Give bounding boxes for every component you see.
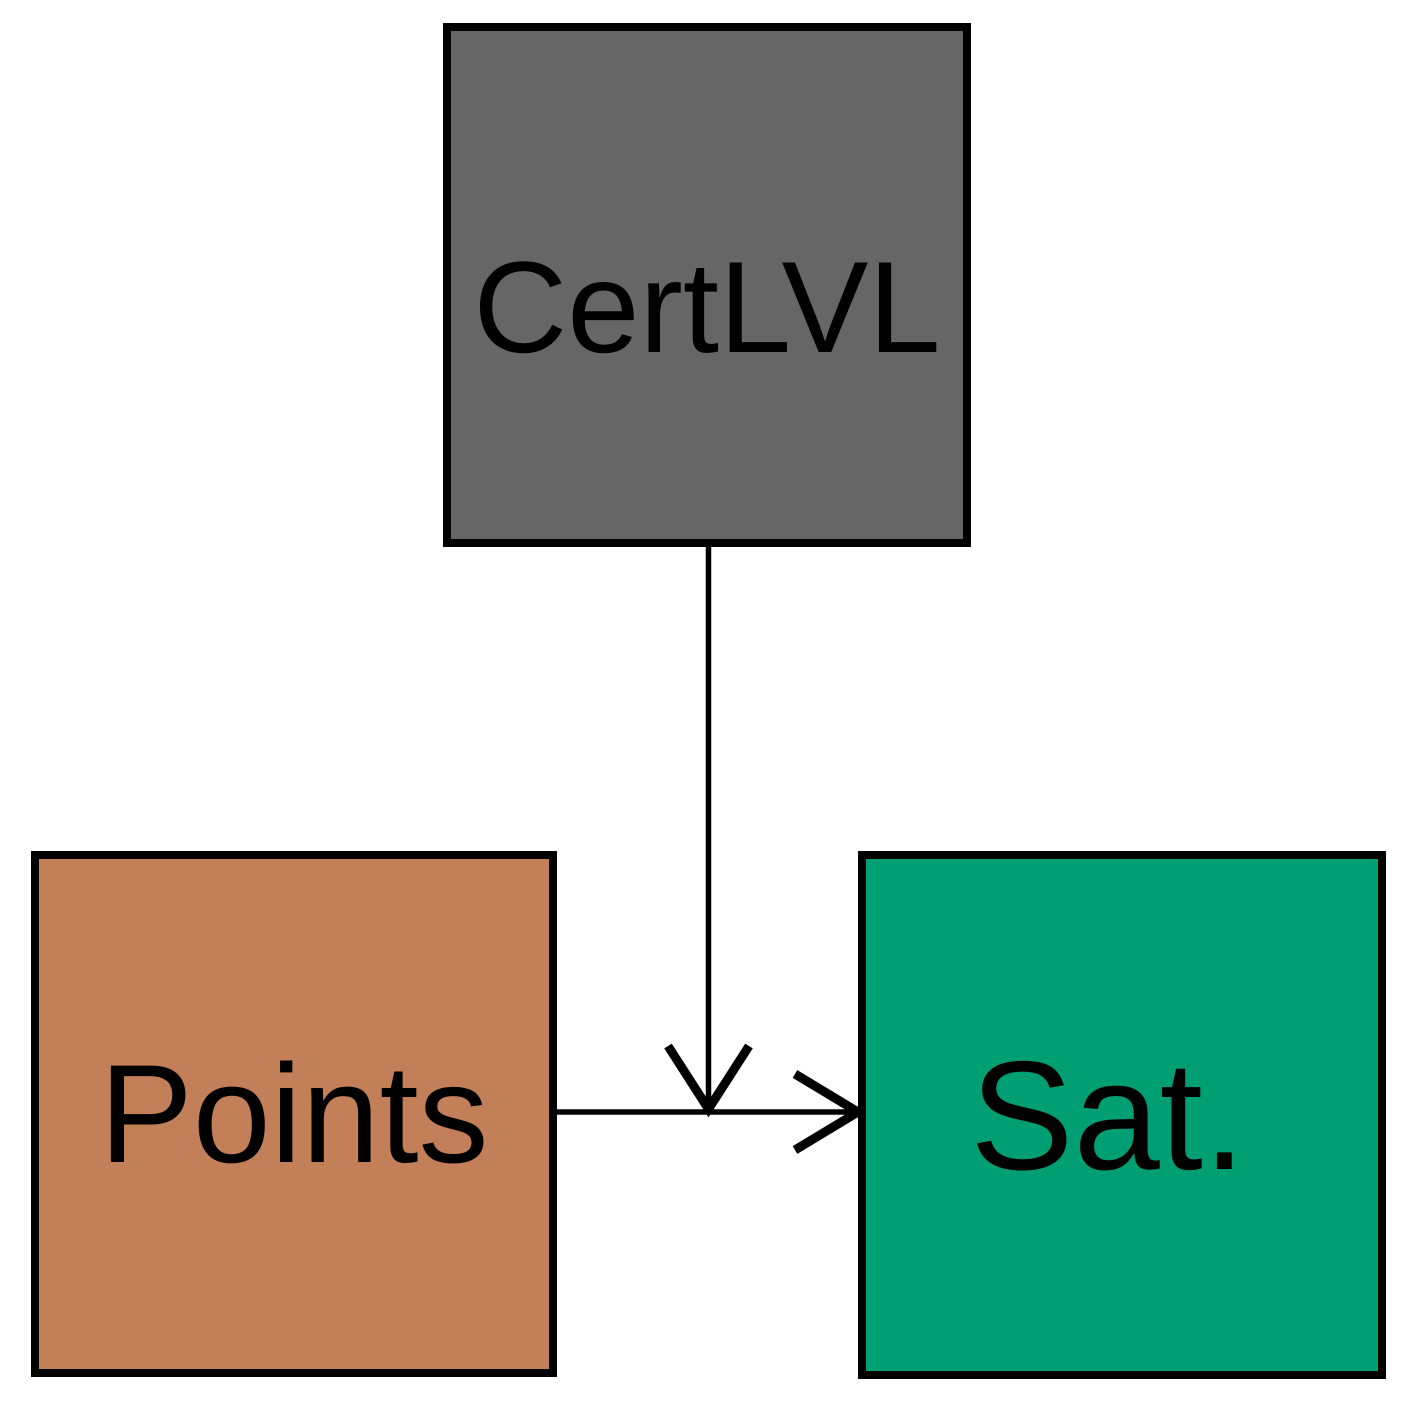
edge-points-sat-arrowhead-icon (792, 1070, 867, 1154)
node-points: Points (31, 851, 557, 1377)
edge-certlvl-arrowhead-icon (664, 1043, 753, 1118)
node-sat: Sat. (858, 851, 1386, 1379)
node-certlvl-label: CertLVL (473, 234, 941, 380)
node-certlvl: CertLVL (443, 23, 971, 547)
node-points-label: Points (99, 1035, 489, 1192)
node-sat-label: Sat. (970, 1028, 1246, 1202)
